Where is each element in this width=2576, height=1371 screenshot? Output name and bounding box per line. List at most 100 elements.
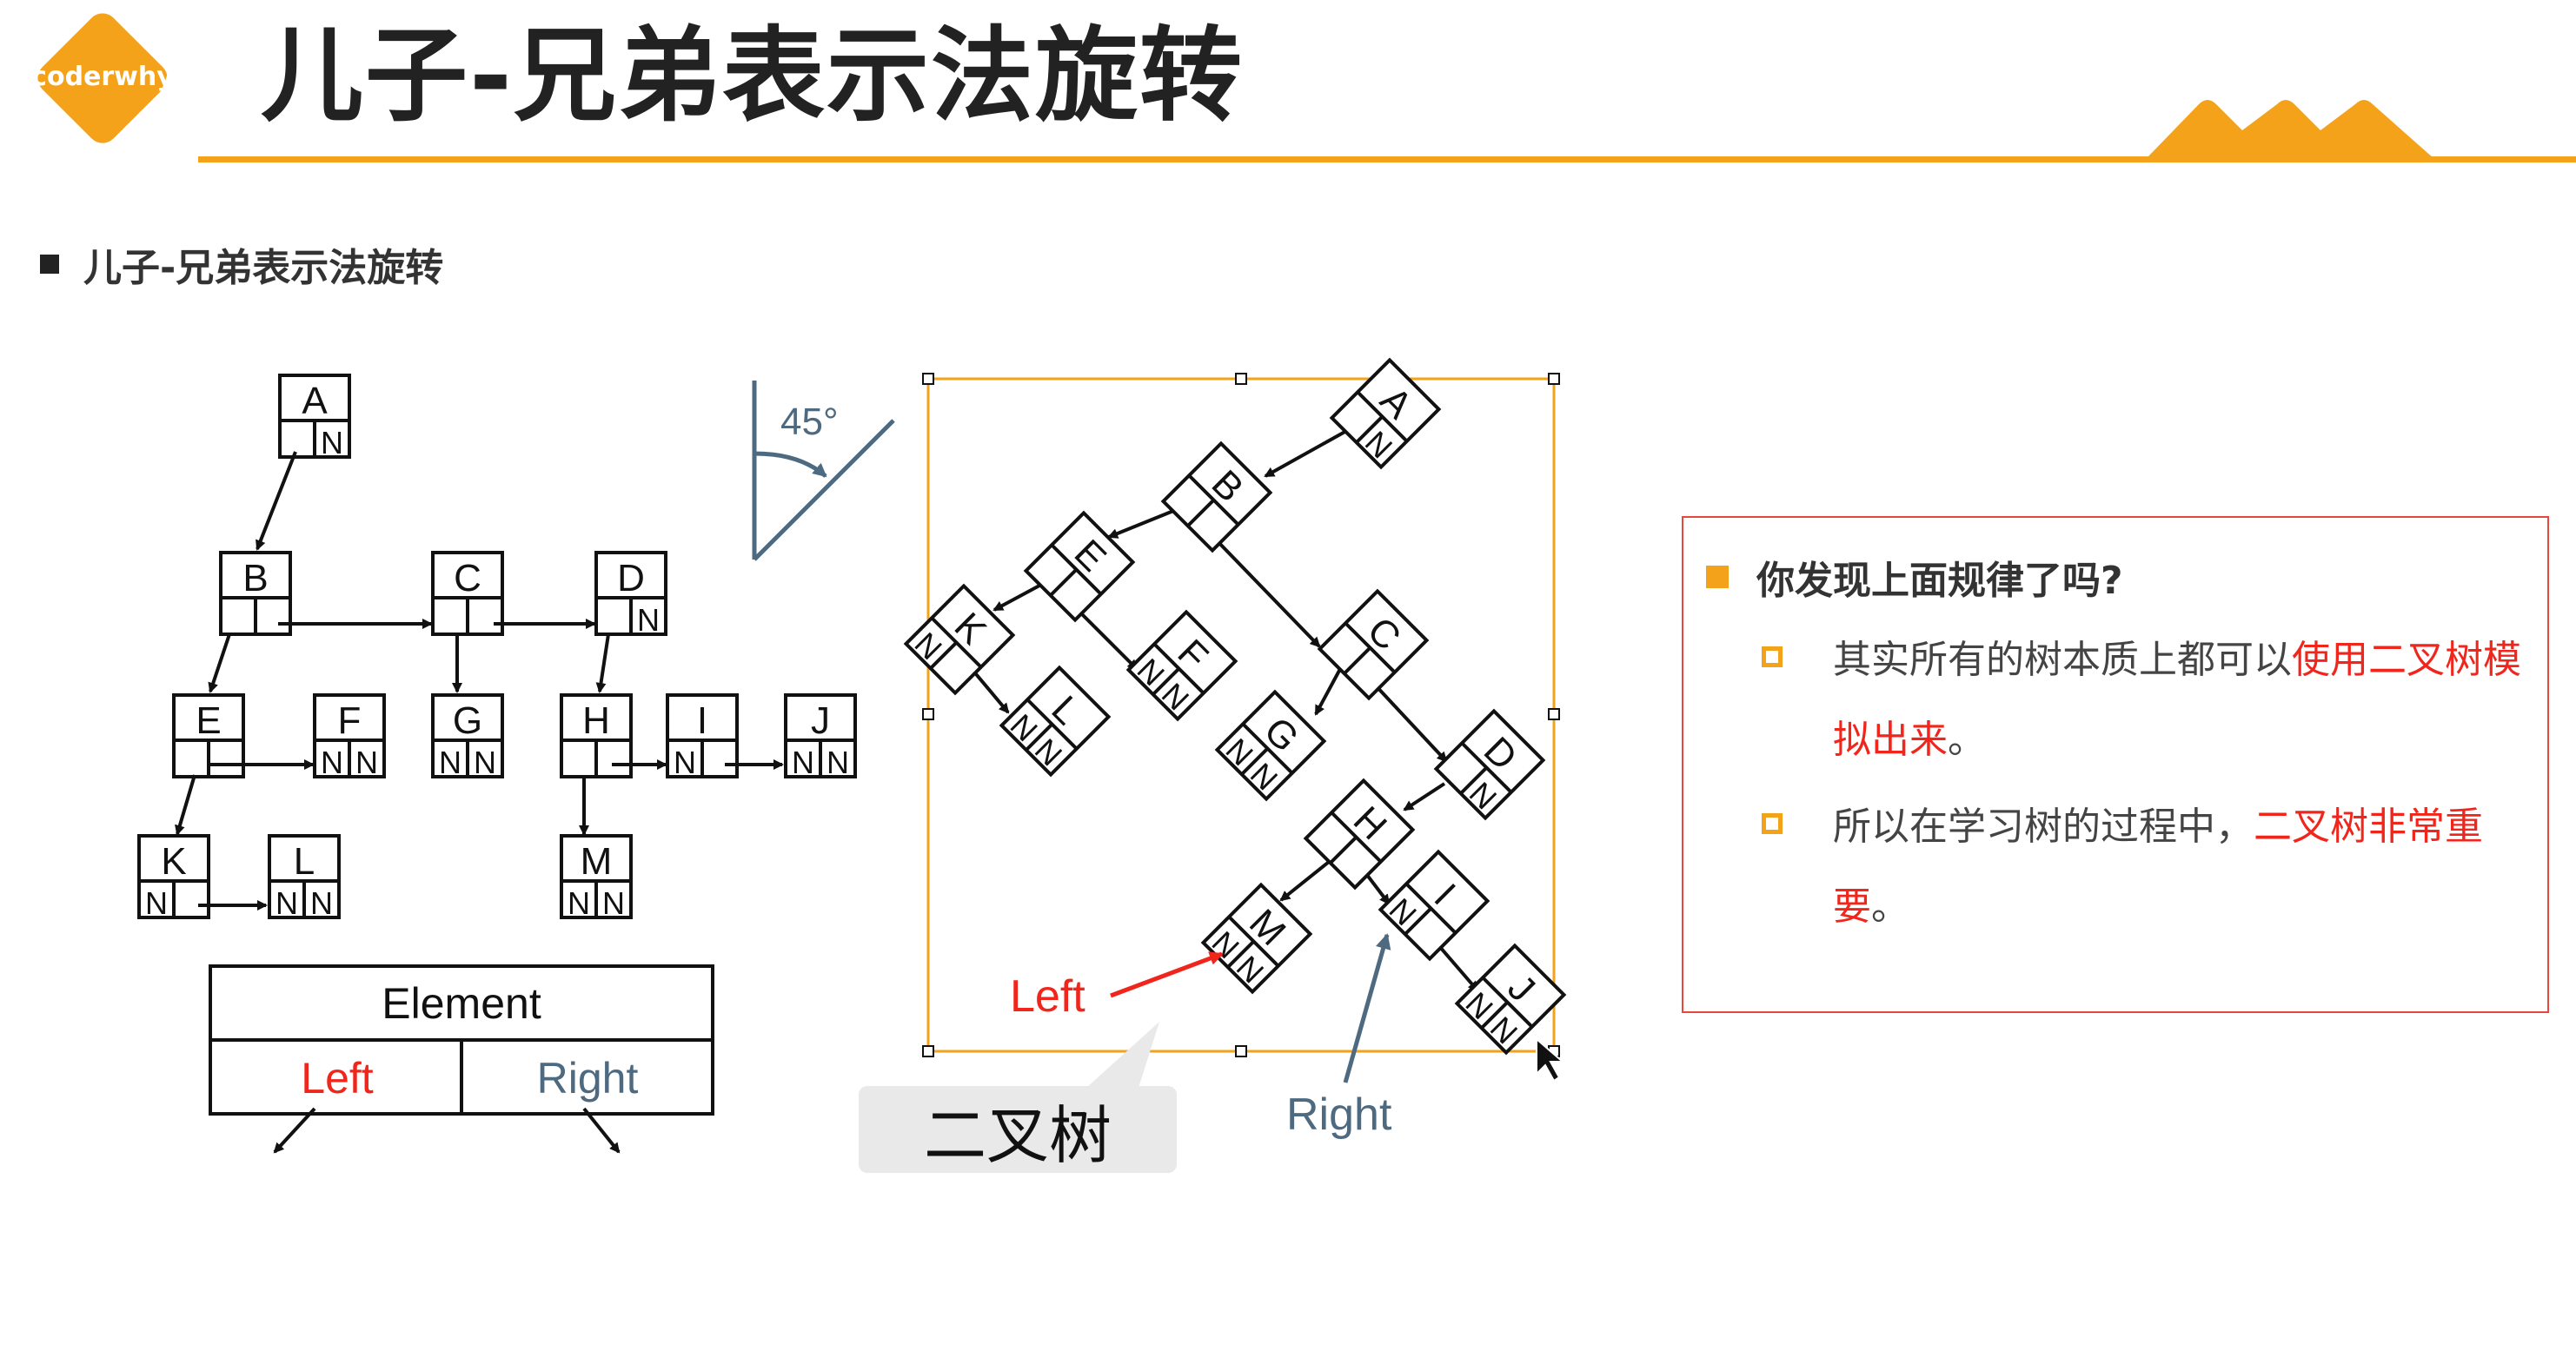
tree-node-j: JNN (1454, 943, 1567, 1056)
node-label: F (338, 699, 362, 742)
null-left-marker: N (145, 885, 168, 921)
mouse-cursor-icon (1536, 1037, 1565, 1083)
node-label: C (454, 557, 481, 599)
null-right-marker: N (827, 745, 849, 780)
rotation-arrow-icon (754, 451, 827, 478)
bedge-c-g (1314, 668, 1342, 716)
bedge-a-b (1264, 424, 1357, 478)
tree-node-e: E (1023, 510, 1136, 623)
edge-b-e (208, 633, 231, 693)
node-label: M (581, 840, 613, 883)
child-sibling-edges (175, 451, 784, 911)
bedge-b-c (1213, 537, 1321, 648)
tree-node-f: FNN (1125, 609, 1238, 722)
tree-node-b: B (219, 551, 292, 636)
node-label: J (811, 699, 830, 742)
callout-item-1: 其实所有的树本质上都可以使用二叉树模拟出来。 (1762, 620, 2526, 780)
orange-bullet-icon (1706, 566, 1729, 588)
tree-node-i: IN (666, 693, 739, 780)
tree-node-c: C (1317, 588, 1430, 701)
null-right-marker: N (355, 745, 378, 780)
mountain-decoration (2147, 100, 2433, 158)
null-left-marker: N (321, 745, 343, 780)
insight-callout: 你发现上面规律了吗? 其实所有的树本质上都可以使用二叉树模拟出来。 所以在学习树… (1682, 516, 2549, 1013)
null-right-marker: N (602, 885, 625, 921)
title-underline (198, 156, 2576, 162)
bedge-c-d (1371, 681, 1448, 763)
binary-tree-caption: 二叉树 (859, 1086, 1177, 1173)
caption-tail (1086, 1022, 1159, 1088)
legend-right-label: Right (537, 1054, 639, 1103)
bedge-e-f (1074, 606, 1139, 671)
node-label: I (697, 699, 707, 742)
node-label: D (617, 557, 645, 599)
tree-node-d: DN (1433, 708, 1546, 821)
item1-text: 其实所有的树本质上都可以 (1833, 638, 2292, 682)
tree-node-d: DN (594, 551, 667, 638)
page-title: 儿子-兄弟表示法旋转 (261, 16, 1244, 136)
null-left-marker: N (792, 745, 814, 780)
bedge-d-h (1403, 782, 1446, 811)
question-text: 你发现上面规律了吗? (1756, 559, 2123, 603)
node-legend: Element Left Right (209, 964, 714, 1154)
tree-node-i: IN (1378, 849, 1490, 962)
item1-highlight: 使用二叉树模拟出来 (1833, 638, 2521, 762)
rotation-indicator: 45° (752, 381, 895, 561)
angle-label: 45° (780, 401, 839, 443)
null-right-marker: N (637, 602, 660, 638)
selection-frame (922, 373, 1560, 1057)
node-label: L (294, 840, 315, 883)
node-label: H (582, 699, 610, 742)
binary-right-arrow (1343, 933, 1391, 1083)
tree-node-b: B (1160, 440, 1273, 553)
callout-item-2: 所以在学习树的过程中，二叉树非常重要。 (1762, 787, 2526, 947)
coderwhy-logo: coderwhy (31, 13, 174, 143)
null-left-marker: N (674, 745, 696, 780)
null-right-marker: N (310, 885, 333, 921)
section-heading: 儿子-兄弟表示法旋转 (40, 236, 443, 292)
tree-node-m: MNN (1200, 882, 1313, 995)
edge-a-b (256, 451, 297, 551)
bullet-square-icon (40, 255, 59, 274)
binary-right-label: Right (1286, 1090, 1392, 1140)
callout-question: 你发现上面规律了吗? (1706, 549, 2123, 605)
null-left-marker: N (439, 745, 461, 780)
bedge-e-k (993, 584, 1040, 612)
node-label: E (196, 699, 221, 742)
tree-node-c: C (431, 551, 504, 636)
node-label: G (453, 699, 482, 742)
hollow-square-bullet-icon (1762, 813, 1783, 834)
legend-element-label: Element (382, 979, 541, 1028)
tree-node-a: AN (278, 374, 351, 460)
item1-end: 。 (1948, 718, 1986, 762)
legend-left-arrow (273, 1107, 316, 1154)
hollow-square-bullet-icon (1762, 646, 1783, 667)
bedge-h-m (1279, 857, 1335, 902)
node-label: K (161, 840, 186, 883)
node-label: A (302, 380, 328, 422)
bedge-b-e (1107, 506, 1183, 539)
binary-left-label: Left (1010, 971, 1086, 1022)
null-right-marker: N (474, 745, 496, 780)
edge-e-k (175, 774, 196, 836)
binary-tree-edges (961, 424, 1479, 992)
tree-node-h: H (1303, 778, 1416, 891)
section-title: 儿子-兄弟表示法旋转 (83, 246, 444, 290)
edge-d-h (595, 633, 610, 693)
null-right-marker: N (321, 425, 343, 460)
legend-left-label: Left (301, 1054, 374, 1103)
item2-end: 。 (1871, 884, 1909, 929)
binary-left-arrow (1110, 951, 1224, 998)
tree-node-k: KN (903, 583, 1016, 696)
logo-text: coderwhy (31, 62, 174, 92)
tree-node-g: GNN (1214, 689, 1327, 802)
node-label: B (242, 557, 268, 599)
